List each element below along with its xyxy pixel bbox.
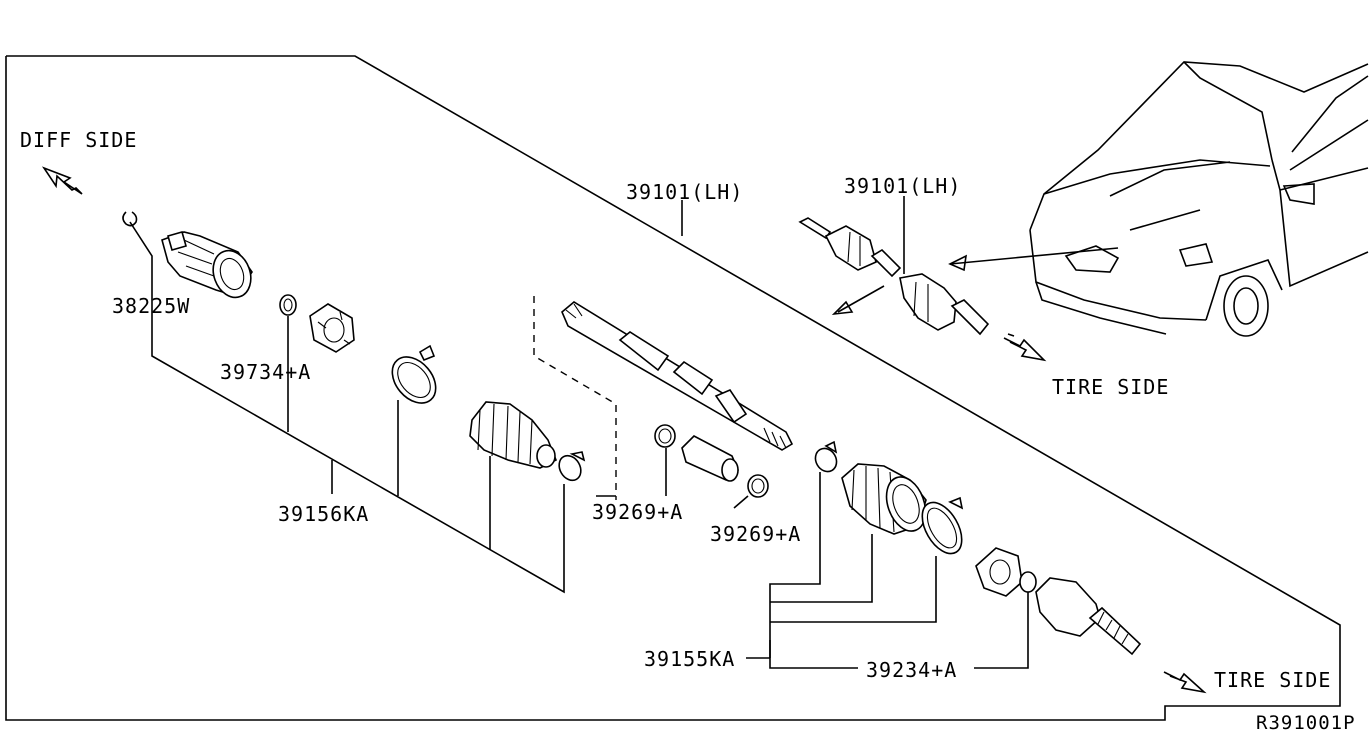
shaft-assembly-small: [798, 217, 990, 336]
part-label-39734a: 39734+A: [220, 360, 312, 384]
part-label-39155ka: 39155KA: [644, 647, 736, 671]
diagram-frame: [5, 55, 1341, 721]
tire-side-bottom-arrow-icon: [1163, 671, 1207, 694]
outer-joint-housing: [1035, 577, 1142, 656]
part-label-39101-lh-car: 39101(LH): [844, 174, 962, 198]
part-label-39234a: 39234+A: [866, 658, 958, 682]
shaft-group-dashed-box: [533, 296, 617, 500]
drive-shaft: [561, 301, 794, 451]
outer-boot: [841, 463, 927, 535]
vehicle-illustration: [1029, 61, 1369, 337]
diff-side-label: DIFF SIDE: [20, 128, 138, 152]
part-label-39269a-right: 39269+A: [710, 522, 802, 546]
part-label-38225w: 38225W: [112, 294, 191, 318]
tire-side-label-top: TIRE SIDE: [1052, 375, 1170, 399]
boot-band-large: [391, 344, 437, 404]
direction-arrows: [831, 247, 1119, 316]
dynamic-damper: [681, 435, 739, 482]
diff-side-arrow-icon: [41, 166, 83, 195]
damper-39269a-left: [654, 424, 676, 448]
part-label-39156ka: 39156KA: [278, 502, 370, 526]
inner-joint-housing: [161, 231, 253, 299]
boot-band-outer-large: [921, 496, 964, 555]
leader-lines: [129, 196, 1029, 669]
tripod-spider: [309, 303, 355, 353]
boot-band-small: [558, 451, 586, 482]
snap-ring-38225w: [122, 211, 138, 227]
circlip-39234a: [1019, 571, 1037, 593]
tire-side-label-bottom: TIRE SIDE: [1214, 668, 1332, 692]
outer-joint-bearing: [975, 547, 1023, 597]
boot-band-outer-small: [814, 440, 838, 473]
part-label-39101-lh-center: 39101(LH): [626, 180, 744, 204]
damper-39269a-right: [747, 474, 769, 498]
part-label-39269a-left: 39269+A: [592, 500, 684, 524]
diagram-code: R391001P: [1256, 712, 1356, 734]
tire-side-arrow-icon: [1003, 333, 1047, 362]
inner-boot: [469, 401, 558, 469]
circlip-39734a: [279, 294, 297, 316]
